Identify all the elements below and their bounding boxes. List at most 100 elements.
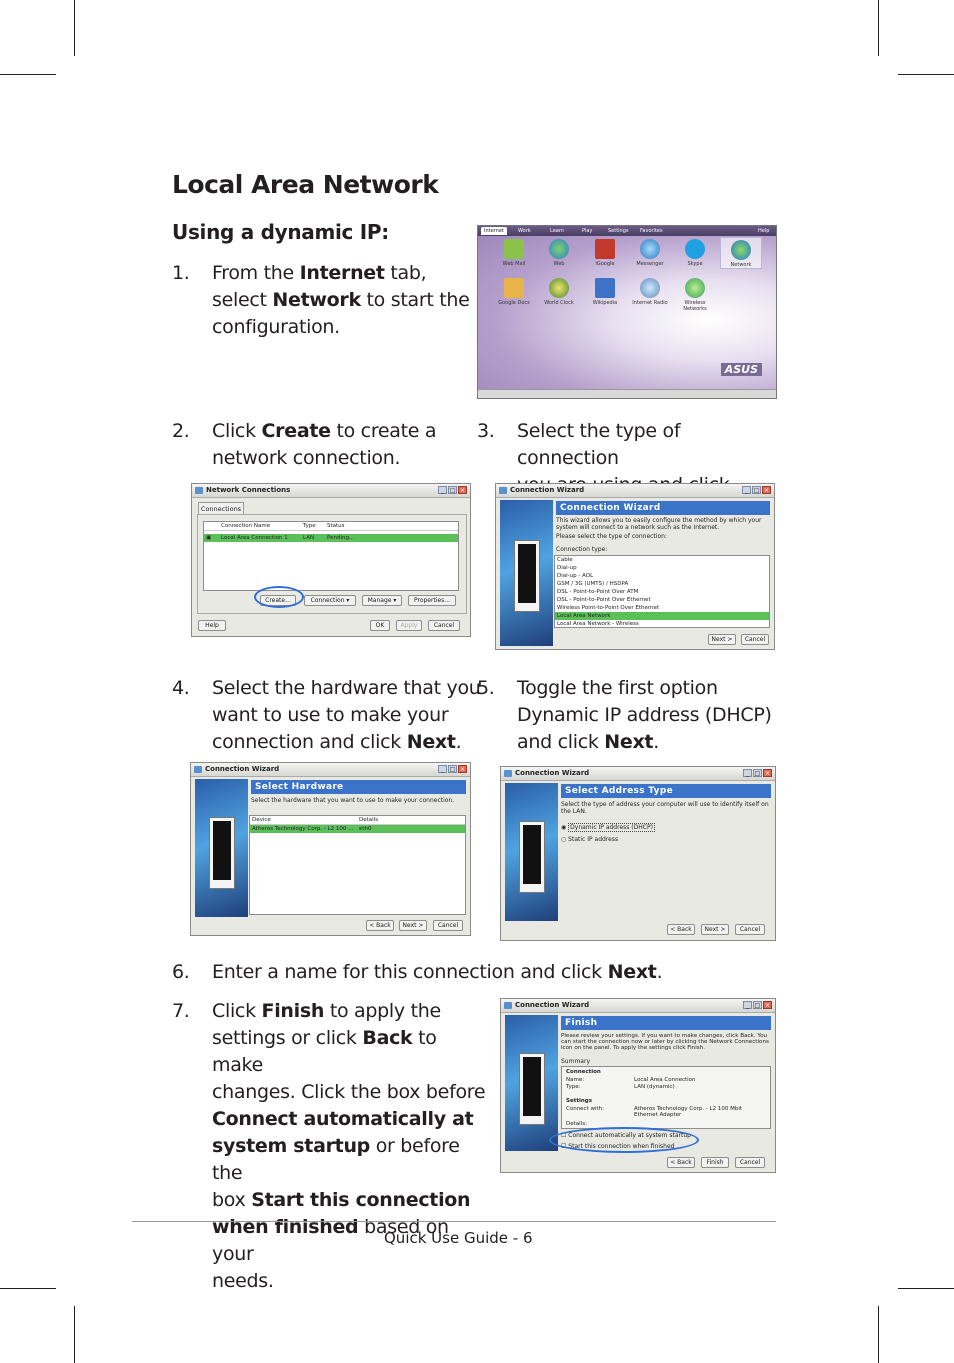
skype-icon bbox=[685, 239, 705, 259]
cancel-button[interactable]: Cancel bbox=[741, 634, 769, 645]
dhcp-radio[interactable]: ◉ Dynamic IP address (DHCP) bbox=[561, 823, 655, 832]
minimize-icon[interactable]: _ bbox=[438, 486, 447, 494]
cancel-button[interactable]: Cancel bbox=[428, 620, 460, 631]
wizard-prompt: Please select the type of connection: bbox=[556, 533, 667, 540]
back-button[interactable]: < Back bbox=[667, 1157, 695, 1168]
list-item[interactable]: GSM / 3G (UMTS) / HSDPA bbox=[557, 581, 629, 587]
manage-menu-button[interactable]: Manage ▾ bbox=[362, 595, 402, 606]
globe-icon bbox=[549, 239, 569, 259]
connections-panel bbox=[197, 514, 467, 614]
app-web-mail[interactable]: Web Mail bbox=[494, 239, 534, 267]
list-item[interactable]: Atheros Technology Corp. - L2 100 ...eth… bbox=[250, 825, 465, 833]
step-text: Enter a name for this connection and cli… bbox=[212, 961, 663, 983]
app-world-clock[interactable]: World Clock bbox=[539, 278, 579, 306]
minimize-icon[interactable]: _ bbox=[743, 1001, 752, 1009]
details-label: Details: bbox=[566, 1121, 587, 1127]
app-igoogle[interactable]: iGoogle bbox=[585, 239, 625, 267]
cancel-button[interactable]: Cancel bbox=[735, 1157, 765, 1168]
close-icon[interactable]: × bbox=[763, 1001, 772, 1009]
step-number: 3. bbox=[477, 420, 495, 442]
next-button[interactable]: Next > bbox=[701, 924, 729, 935]
tab-work[interactable]: Work bbox=[518, 228, 531, 234]
wizard-intro: This wizard allows you to easily configu… bbox=[556, 517, 762, 531]
messenger-icon bbox=[640, 239, 660, 259]
app-wikipedia[interactable]: Wikipedia bbox=[585, 278, 625, 306]
network-icon bbox=[195, 487, 203, 494]
next-button[interactable]: Next > bbox=[708, 634, 736, 645]
app-skype[interactable]: Skype bbox=[675, 239, 715, 267]
cancel-button[interactable]: Cancel bbox=[433, 920, 463, 931]
list-item[interactable]: Dial-up - AOL bbox=[557, 573, 594, 579]
crop-mark bbox=[0, 1288, 56, 1289]
clock-icon bbox=[549, 278, 569, 298]
close-icon[interactable]: × bbox=[762, 486, 771, 494]
back-button[interactable]: < Back bbox=[667, 924, 695, 935]
summary-section-connection: Connection bbox=[566, 1069, 601, 1075]
step-text: From the Internet tab,select Network to … bbox=[212, 262, 470, 338]
next-button[interactable]: Next > bbox=[399, 920, 427, 931]
home-icon bbox=[595, 239, 615, 259]
maximize-icon[interactable]: □ bbox=[752, 486, 761, 494]
list-item[interactable]: DSL - Point-to-Point Over ATM bbox=[557, 589, 639, 595]
apply-button[interactable]: Apply bbox=[396, 620, 422, 631]
app-messenger[interactable]: Messenger bbox=[630, 239, 670, 267]
step-number: 2. bbox=[172, 420, 190, 442]
connection-menu-button[interactable]: Connection ▾ bbox=[304, 595, 356, 606]
close-icon[interactable]: × bbox=[458, 486, 467, 494]
step-number: 7. bbox=[172, 1000, 190, 1022]
close-icon[interactable]: × bbox=[458, 765, 467, 773]
minimize-icon[interactable]: _ bbox=[742, 486, 751, 494]
summary-label: Summary bbox=[561, 1058, 590, 1065]
highlight-circle bbox=[549, 1127, 699, 1153]
minimize-icon[interactable]: _ bbox=[438, 765, 447, 773]
properties-button[interactable]: Properties... bbox=[408, 595, 456, 606]
tab-connections[interactable]: Connections bbox=[198, 502, 244, 515]
ok-button[interactable]: OK bbox=[370, 620, 390, 631]
app-wireless-networks[interactable]: Wireless Networks bbox=[675, 278, 715, 312]
tab-play[interactable]: Play bbox=[582, 228, 593, 234]
step-number: 4. bbox=[172, 677, 190, 699]
wizard-icon bbox=[194, 766, 202, 773]
list-item[interactable]: Dial-up bbox=[557, 565, 577, 571]
list-item[interactable]: DSL - Point-to-Point Over Ethernet bbox=[557, 597, 651, 603]
maximize-icon[interactable]: □ bbox=[753, 769, 762, 777]
wizard-banner: Select Hardware bbox=[251, 780, 466, 794]
tab-learn[interactable]: Learn bbox=[550, 228, 564, 234]
maximize-icon[interactable]: □ bbox=[448, 765, 457, 773]
cancel-button[interactable]: Cancel bbox=[735, 924, 765, 935]
tab-favorites[interactable]: Favorites bbox=[640, 228, 663, 234]
app-network[interactable]: Network bbox=[720, 237, 762, 269]
finish-window: Connection Wizard _□× Finish Please revi… bbox=[500, 998, 776, 1173]
tab-help[interactable]: Help bbox=[758, 228, 770, 234]
maximize-icon[interactable]: □ bbox=[448, 486, 457, 494]
static-ip-radio[interactable]: ○ Static IP address bbox=[561, 836, 619, 843]
minimize-icon[interactable]: _ bbox=[743, 769, 752, 777]
list-item[interactable]: Cable bbox=[557, 557, 573, 563]
wireless-icon bbox=[685, 278, 705, 298]
back-button[interactable]: < Back bbox=[366, 920, 394, 931]
app-internet-radio[interactable]: Internet Radio bbox=[630, 278, 670, 306]
list-item[interactable]: Wireless Point-to-Point Over Ethernet bbox=[557, 605, 660, 611]
help-button[interactable]: Help bbox=[198, 620, 226, 631]
finish-button[interactable]: Finish bbox=[701, 1157, 729, 1168]
highlight-circle bbox=[254, 586, 304, 608]
list-item[interactable]: Local Area Network bbox=[555, 612, 769, 620]
tab-internet[interactable]: Internet bbox=[481, 227, 507, 235]
maximize-icon[interactable]: □ bbox=[753, 1001, 762, 1009]
tab-settings[interactable]: Settings bbox=[608, 228, 629, 234]
list-item[interactable]: Local Area Network - Wireless bbox=[557, 621, 639, 627]
name-label: Name: bbox=[566, 1077, 585, 1083]
app-web[interactable]: Web bbox=[539, 239, 579, 267]
crop-mark bbox=[878, 0, 879, 56]
close-icon[interactable]: × bbox=[763, 769, 772, 777]
wizard-side-graphic bbox=[505, 783, 558, 921]
connect-with-label: Connect with: bbox=[566, 1106, 605, 1112]
crop-mark bbox=[878, 1306, 879, 1363]
desktop-tab-bar: Internet Work Learn Play Settings Favori… bbox=[478, 226, 776, 236]
app-google-docs[interactable]: Google Docs bbox=[494, 278, 534, 306]
